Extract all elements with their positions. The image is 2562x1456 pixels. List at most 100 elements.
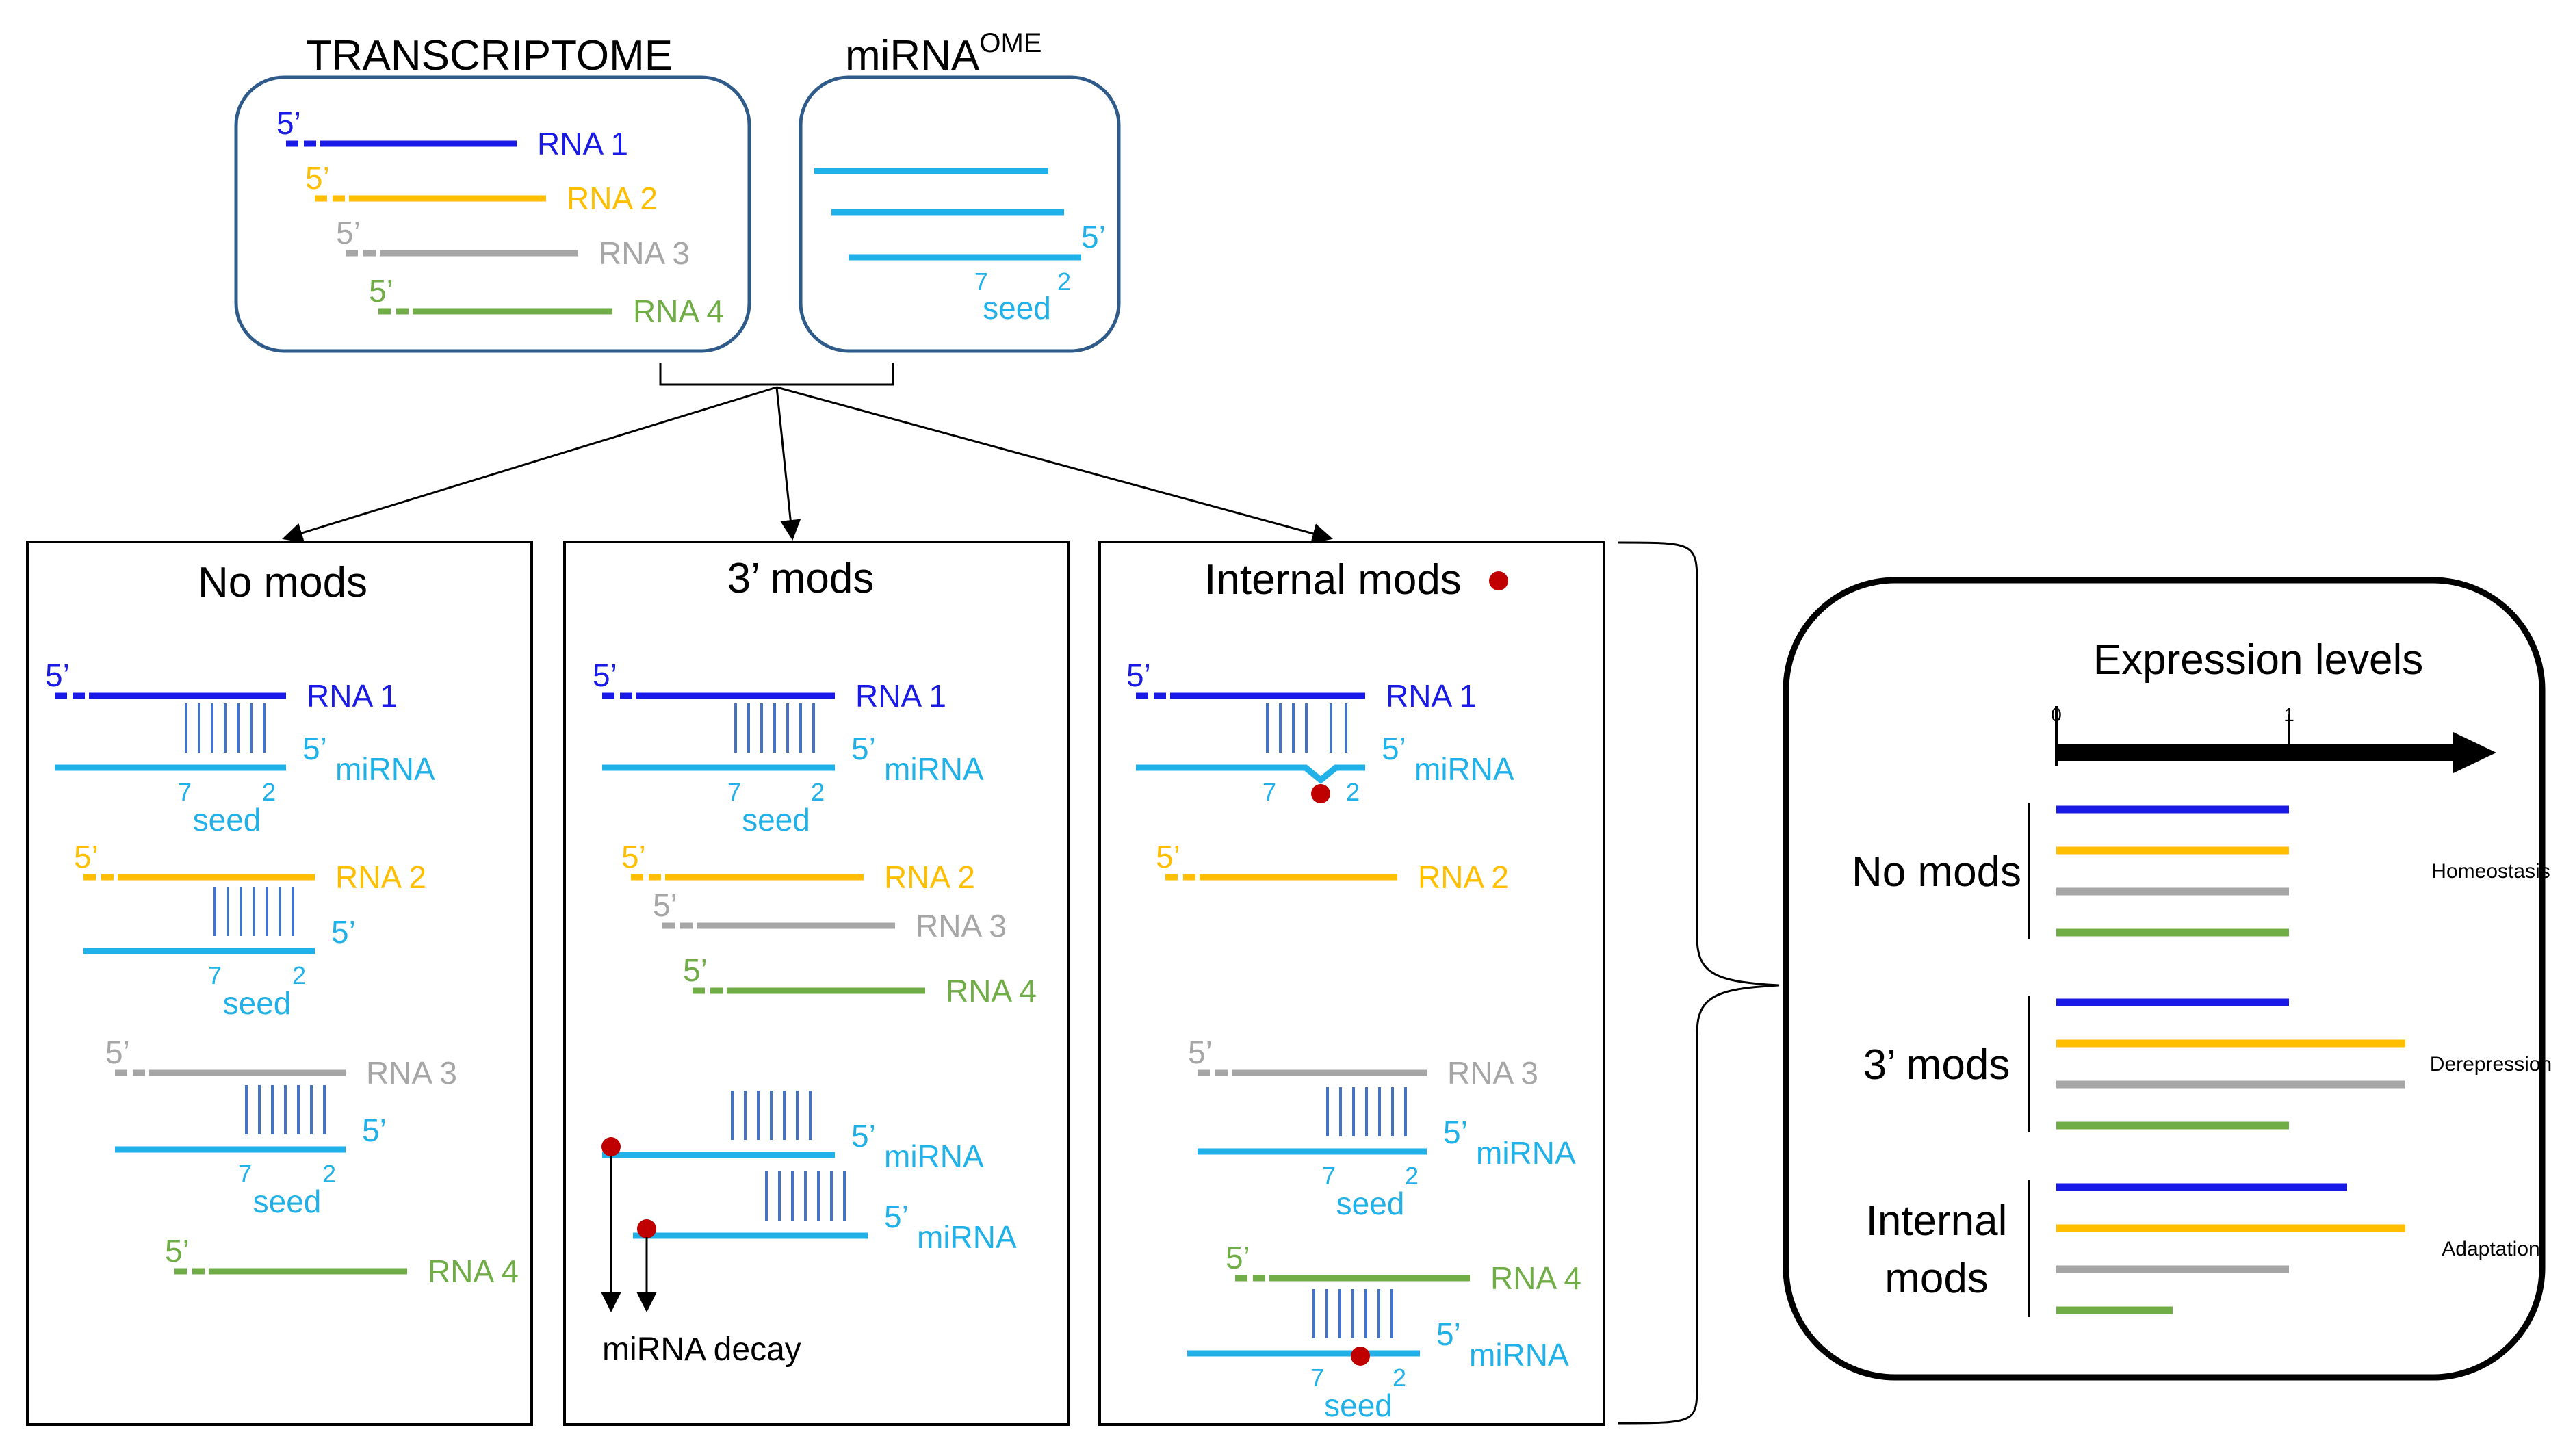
rna2-label: RNA 2 xyxy=(567,181,658,216)
seed-label: seed xyxy=(983,290,1051,326)
group-label: Internal xyxy=(1866,1197,2008,1245)
modification-dot xyxy=(1311,784,1330,803)
seed-position-7: 7 xyxy=(727,778,741,806)
mirna-decay-label: miRNA decay xyxy=(602,1331,801,1368)
rna1-label: RNA 1 xyxy=(1386,678,1477,714)
mirna-5prime-label: 5’ xyxy=(1382,731,1406,766)
mirna-5prime-label: 5’ xyxy=(851,731,876,766)
modification-dot xyxy=(637,1219,656,1238)
seed-label: seed xyxy=(742,802,810,837)
expression-group: No mods Homeostasis xyxy=(1852,803,2550,939)
mirna-label: miRNA xyxy=(1414,751,1514,787)
rna2-label: RNA 2 xyxy=(1418,859,1509,895)
rna4-5prime-label: 5’ xyxy=(683,952,708,988)
expression-title: Expression levels xyxy=(2093,636,2423,684)
group-state-label: Homeostasis xyxy=(2431,860,2550,883)
rna1-label: RNA 1 xyxy=(307,678,398,714)
seed-position-2: 2 xyxy=(322,1160,336,1188)
seed-position-7: 7 xyxy=(1310,1364,1324,1392)
seed-position-2: 2 xyxy=(811,778,825,806)
rna1-strand: 5’RNA 1 xyxy=(593,658,946,714)
rna1-strand: 5’ RNA 1 xyxy=(276,105,628,161)
panel-3-mods-title: 3’ mods xyxy=(727,555,875,602)
group-label: 3’ mods xyxy=(1863,1041,2010,1089)
rna2-strand: 5’RNA 2 xyxy=(1156,839,1509,895)
rna2-label: RNA 2 xyxy=(335,859,426,895)
seed-position-2: 2 xyxy=(1405,1162,1419,1190)
seed-label: seed xyxy=(1336,1186,1405,1221)
base-pairing xyxy=(1312,1289,1393,1338)
rna1-label: RNA 1 xyxy=(537,126,628,161)
group-label: mods xyxy=(1885,1255,1989,1302)
rna4-label: RNA 4 xyxy=(1490,1260,1581,1296)
base-pairing xyxy=(245,1085,326,1134)
rna3-label: RNA 3 xyxy=(366,1055,457,1091)
rna3-label: RNA 3 xyxy=(1447,1055,1538,1091)
base-pairing xyxy=(214,887,294,936)
rna4-label: RNA 4 xyxy=(633,294,724,329)
arrow-to-internal-mods xyxy=(776,386,1333,544)
rna4-strand: 5’RNA 4 xyxy=(369,273,724,329)
rna2-strand: 5’RNA 2 xyxy=(621,839,975,895)
rna1-5prime-label: 5’ xyxy=(593,658,617,693)
axis-arrowhead xyxy=(2453,732,2496,773)
mirna-label: miRNA xyxy=(917,1219,1017,1255)
seed-position-2: 2 xyxy=(262,778,276,806)
mirna-strand: 5’miRNA xyxy=(633,1171,1017,1255)
mirna-label: miRNA xyxy=(335,751,435,787)
expression-box xyxy=(1783,577,2546,1381)
transcriptome-rnas: 5’ RNA 15’RNA 25’ RNA 35’RNA 4 xyxy=(276,105,724,329)
axis-label-1: 1 xyxy=(2283,704,2294,725)
group-label: No mods xyxy=(1852,848,2021,896)
panel-internal-mods-title: Internal mods xyxy=(1204,556,1462,603)
transcriptome-title: TRANSCRIPTOME xyxy=(306,32,673,79)
rna3-label: RNA 3 xyxy=(599,235,690,271)
rna3-5prime-label: 5’ xyxy=(1188,1035,1213,1070)
seed-position-2: 2 xyxy=(1346,778,1360,806)
seed-label: seed xyxy=(223,985,292,1021)
base-pairing xyxy=(185,703,266,753)
rna1-5prime-label: 5’ xyxy=(276,105,301,141)
rna2-5prime-label: 5’ xyxy=(621,839,646,874)
rna4-strand: 5’ RNA 4 xyxy=(1226,1240,1581,1296)
modification-dot xyxy=(1351,1347,1370,1366)
mirna-5prime-label: 5’ xyxy=(1443,1115,1468,1150)
mirna-5prime-label: 5’ xyxy=(302,731,327,766)
rna3-strand: 5’RNA 3 xyxy=(653,887,1007,944)
arrow-to-3-mods xyxy=(775,387,801,541)
mirna-5prime-label: 5’ xyxy=(362,1113,387,1148)
panel-no-mods-title: No mods xyxy=(198,559,367,606)
mirna-label: miRNA xyxy=(884,1139,984,1174)
mirna-strand: 5’miRNA xyxy=(601,1091,984,1174)
modification-dot xyxy=(601,1137,621,1156)
rna3-5prime-label: 5’ xyxy=(336,215,361,250)
base-pairing xyxy=(765,1171,846,1221)
rna2-strand: 5’RNA 2 xyxy=(305,160,658,216)
mirna-line xyxy=(1136,764,1365,784)
panel-no-mods xyxy=(26,541,533,1426)
mirna-5prime-label: 5’ xyxy=(1436,1316,1461,1352)
panel-internal-mods xyxy=(1098,541,1605,1426)
mirna-label: miRNA xyxy=(884,751,984,787)
rna4-5prime-label: 5’ xyxy=(1226,1240,1250,1275)
mirna-5prime-label: 5’ xyxy=(851,1118,876,1154)
right-curly-brace xyxy=(1618,541,1780,1425)
rna2-strand: 5’RNA 2 xyxy=(74,839,426,895)
rna3-5prime-label: 5’ xyxy=(105,1035,130,1070)
rna4-label: RNA 4 xyxy=(946,973,1037,1009)
seed-position-2: 2 xyxy=(292,961,306,989)
mirnaome-5prime-label: 5’ xyxy=(1081,219,1106,255)
seed-position-7: 7 xyxy=(238,1160,252,1188)
seed-position-7: 7 xyxy=(208,961,222,989)
